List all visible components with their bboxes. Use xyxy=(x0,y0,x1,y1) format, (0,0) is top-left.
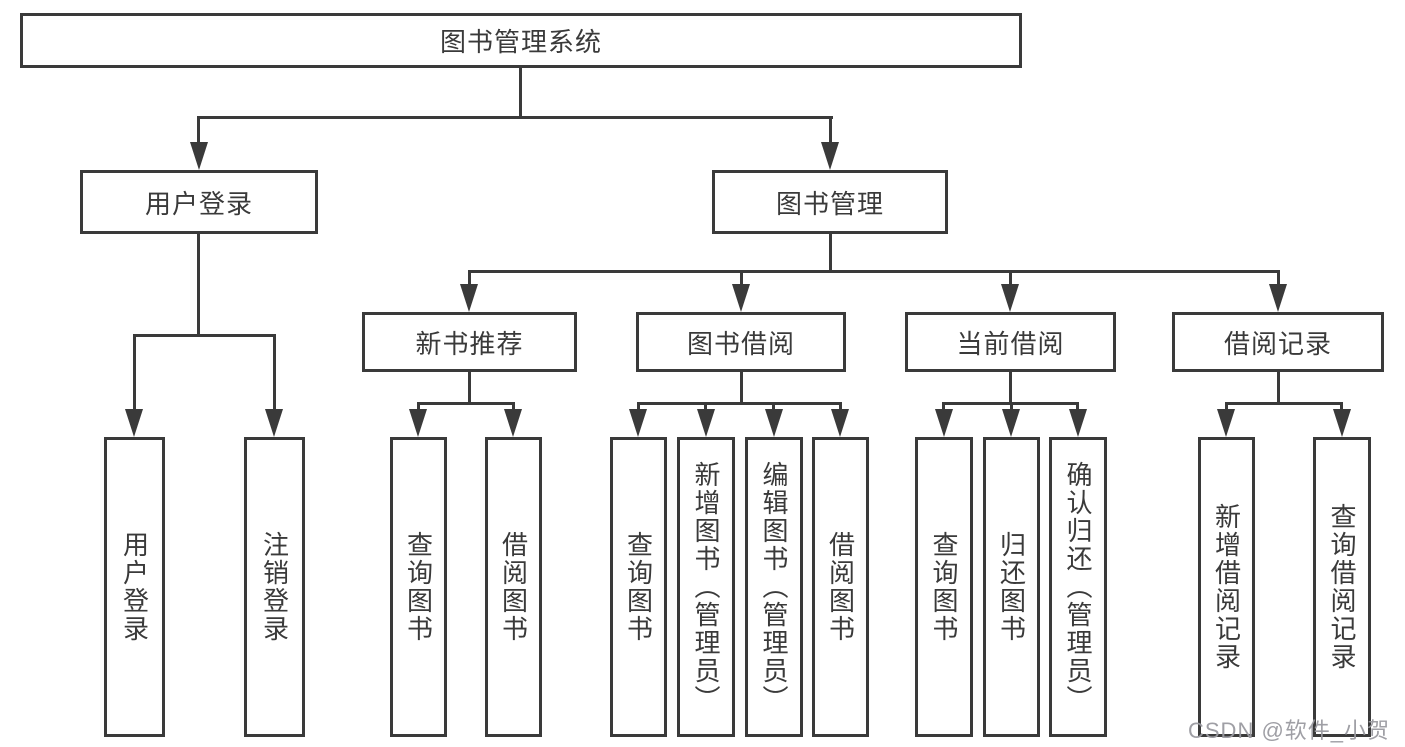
user-login-branch-hline xyxy=(133,334,276,337)
arrowhead-new-book-recommend xyxy=(460,284,478,312)
drop-to-query-books-current xyxy=(942,402,945,412)
arrowhead-borrow-books-recommend xyxy=(504,409,522,437)
root-branch-hline xyxy=(197,116,833,119)
leaf-add-books-admin-label: 新增图书（管理员） xyxy=(691,461,721,713)
node-borrow-records-label: 借阅记录 xyxy=(1223,328,1332,359)
arrowhead-user-login xyxy=(190,142,208,170)
drop-to-current-borrowing xyxy=(1009,270,1012,286)
leaf-add-borrow-record-label: 新增借阅记录 xyxy=(1211,503,1242,671)
drop-to-borrow-books-recommend xyxy=(512,402,515,412)
leaf-confirm-return-admin: 确认归还（管理员） xyxy=(1049,437,1107,737)
node-book-management-label: 图书管理 xyxy=(775,188,884,219)
leaf-edit-books-admin-label: 编辑图书（管理员） xyxy=(759,461,789,713)
leaf-query-books-recommend: 查询图书 xyxy=(390,437,447,737)
drop-to-borrow-records xyxy=(1277,270,1280,286)
leaf-add-borrow-record: 新增借阅记录 xyxy=(1198,437,1255,737)
arrowhead-return-books xyxy=(1002,409,1020,437)
leaf-query-books-borrowing: 查询图书 xyxy=(610,437,667,737)
root-stem-line xyxy=(519,68,522,118)
leaf-query-borrow-record: 查询借阅记录 xyxy=(1313,437,1371,737)
user-login-stem-line xyxy=(197,234,200,336)
leaf-edit-books-admin: 编辑图书（管理员） xyxy=(745,437,803,737)
arrowhead-add-books-admin xyxy=(697,409,715,437)
book-borrowing-branch-hline xyxy=(637,402,842,405)
leaf-query-books-recommend-label: 查询图书 xyxy=(403,531,434,643)
arrowhead-query-books-current xyxy=(935,409,953,437)
arrowhead-borrow-records xyxy=(1269,284,1287,312)
arrowhead-book-management xyxy=(821,142,839,170)
node-new-book-recommend: 新书推荐 xyxy=(362,312,577,372)
book-borrowing-stem-line xyxy=(740,372,743,404)
leaf-user-login: 用户登录 xyxy=(104,437,165,737)
arrowhead-edit-books-admin xyxy=(765,409,783,437)
drop-to-book-management xyxy=(829,116,832,146)
node-book-management: 图书管理 xyxy=(712,170,948,234)
leaf-borrow-books: 借阅图书 xyxy=(812,437,869,737)
leaf-user-login-label: 用户登录 xyxy=(119,531,150,643)
drop-to-add-borrow-record xyxy=(1225,402,1228,412)
current-borrowing-stem-line xyxy=(1009,372,1012,404)
arrowhead-current-borrowing xyxy=(1001,284,1019,312)
new-book-recommend-stem-line xyxy=(468,372,471,404)
leaf-add-books-admin: 新增图书（管理员） xyxy=(677,437,735,737)
arrowhead-borrow-books xyxy=(831,409,849,437)
arrowhead-query-borrow-record xyxy=(1333,409,1351,437)
arrowhead-leaf-user-login xyxy=(125,409,143,437)
leaf-return-books: 归还图书 xyxy=(983,437,1040,737)
leaf-query-books-borrowing-label: 查询图书 xyxy=(623,531,654,643)
leaf-logout: 注销登录 xyxy=(244,437,305,737)
borrow-records-stem-line xyxy=(1277,372,1280,404)
node-new-book-recommend-label: 新书推荐 xyxy=(415,328,524,359)
book-management-branch-hline xyxy=(468,270,1279,273)
borrow-records-branch-hline xyxy=(1225,402,1343,405)
arrowhead-add-borrow-record xyxy=(1217,409,1235,437)
drop-to-confirm-return-admin xyxy=(1076,402,1079,412)
node-current-borrowing: 当前借阅 xyxy=(905,312,1116,372)
drop-to-borrow-books xyxy=(839,402,842,412)
leaf-query-books-current: 查询图书 xyxy=(915,437,973,737)
node-user-login: 用户登录 xyxy=(80,170,318,234)
drop-to-book-borrowing xyxy=(740,270,743,286)
node-root-label: 图书管理系统 xyxy=(439,27,602,57)
node-user-login-label: 用户登录 xyxy=(144,188,253,219)
arrowhead-query-books-recommend xyxy=(409,409,427,437)
drop-to-query-borrow-record xyxy=(1340,402,1343,412)
drop-to-add-books-admin xyxy=(704,402,707,412)
node-book-borrowing: 图书借阅 xyxy=(636,312,846,372)
leaf-confirm-return-admin-label: 确认归还（管理员） xyxy=(1063,461,1093,713)
csdn-watermark: CSDN @软件_小贺同学 xyxy=(1188,718,1391,743)
drop-to-leaf-user-login xyxy=(133,334,136,412)
new-book-recommend-branch-hline xyxy=(417,402,515,405)
arrowhead-confirm-return-admin xyxy=(1069,409,1087,437)
leaf-borrow-books-recommend-label: 借阅图书 xyxy=(498,531,529,643)
arrowhead-query-books-borrowing xyxy=(629,409,647,437)
leaf-return-books-label: 归还图书 xyxy=(996,531,1027,643)
arrowhead-leaf-logout xyxy=(265,409,283,437)
drop-to-edit-books-admin xyxy=(772,402,775,412)
node-book-borrowing-label: 图书借阅 xyxy=(686,328,795,359)
leaf-borrow-books-recommend: 借阅图书 xyxy=(485,437,542,737)
drop-to-user-login xyxy=(197,116,200,146)
drop-to-leaf-logout xyxy=(273,334,276,412)
book-management-stem-line xyxy=(829,234,832,272)
leaf-query-borrow-record-label: 查询借阅记录 xyxy=(1327,503,1357,671)
leaf-query-books-current-label: 查询图书 xyxy=(929,531,959,643)
arrowhead-book-borrowing xyxy=(732,284,750,312)
drop-to-query-books-recommend xyxy=(417,402,420,412)
node-borrow-records: 借阅记录 xyxy=(1172,312,1384,372)
leaf-logout-label: 注销登录 xyxy=(259,531,290,643)
drop-to-new-book-recommend xyxy=(468,270,471,286)
node-current-borrowing-label: 当前借阅 xyxy=(956,328,1065,359)
drop-to-query-books-borrowing xyxy=(637,402,640,412)
leaf-borrow-books-label: 借阅图书 xyxy=(825,531,856,643)
node-root: 图书管理系统 xyxy=(20,13,1022,68)
drop-to-return-books xyxy=(1010,402,1013,412)
